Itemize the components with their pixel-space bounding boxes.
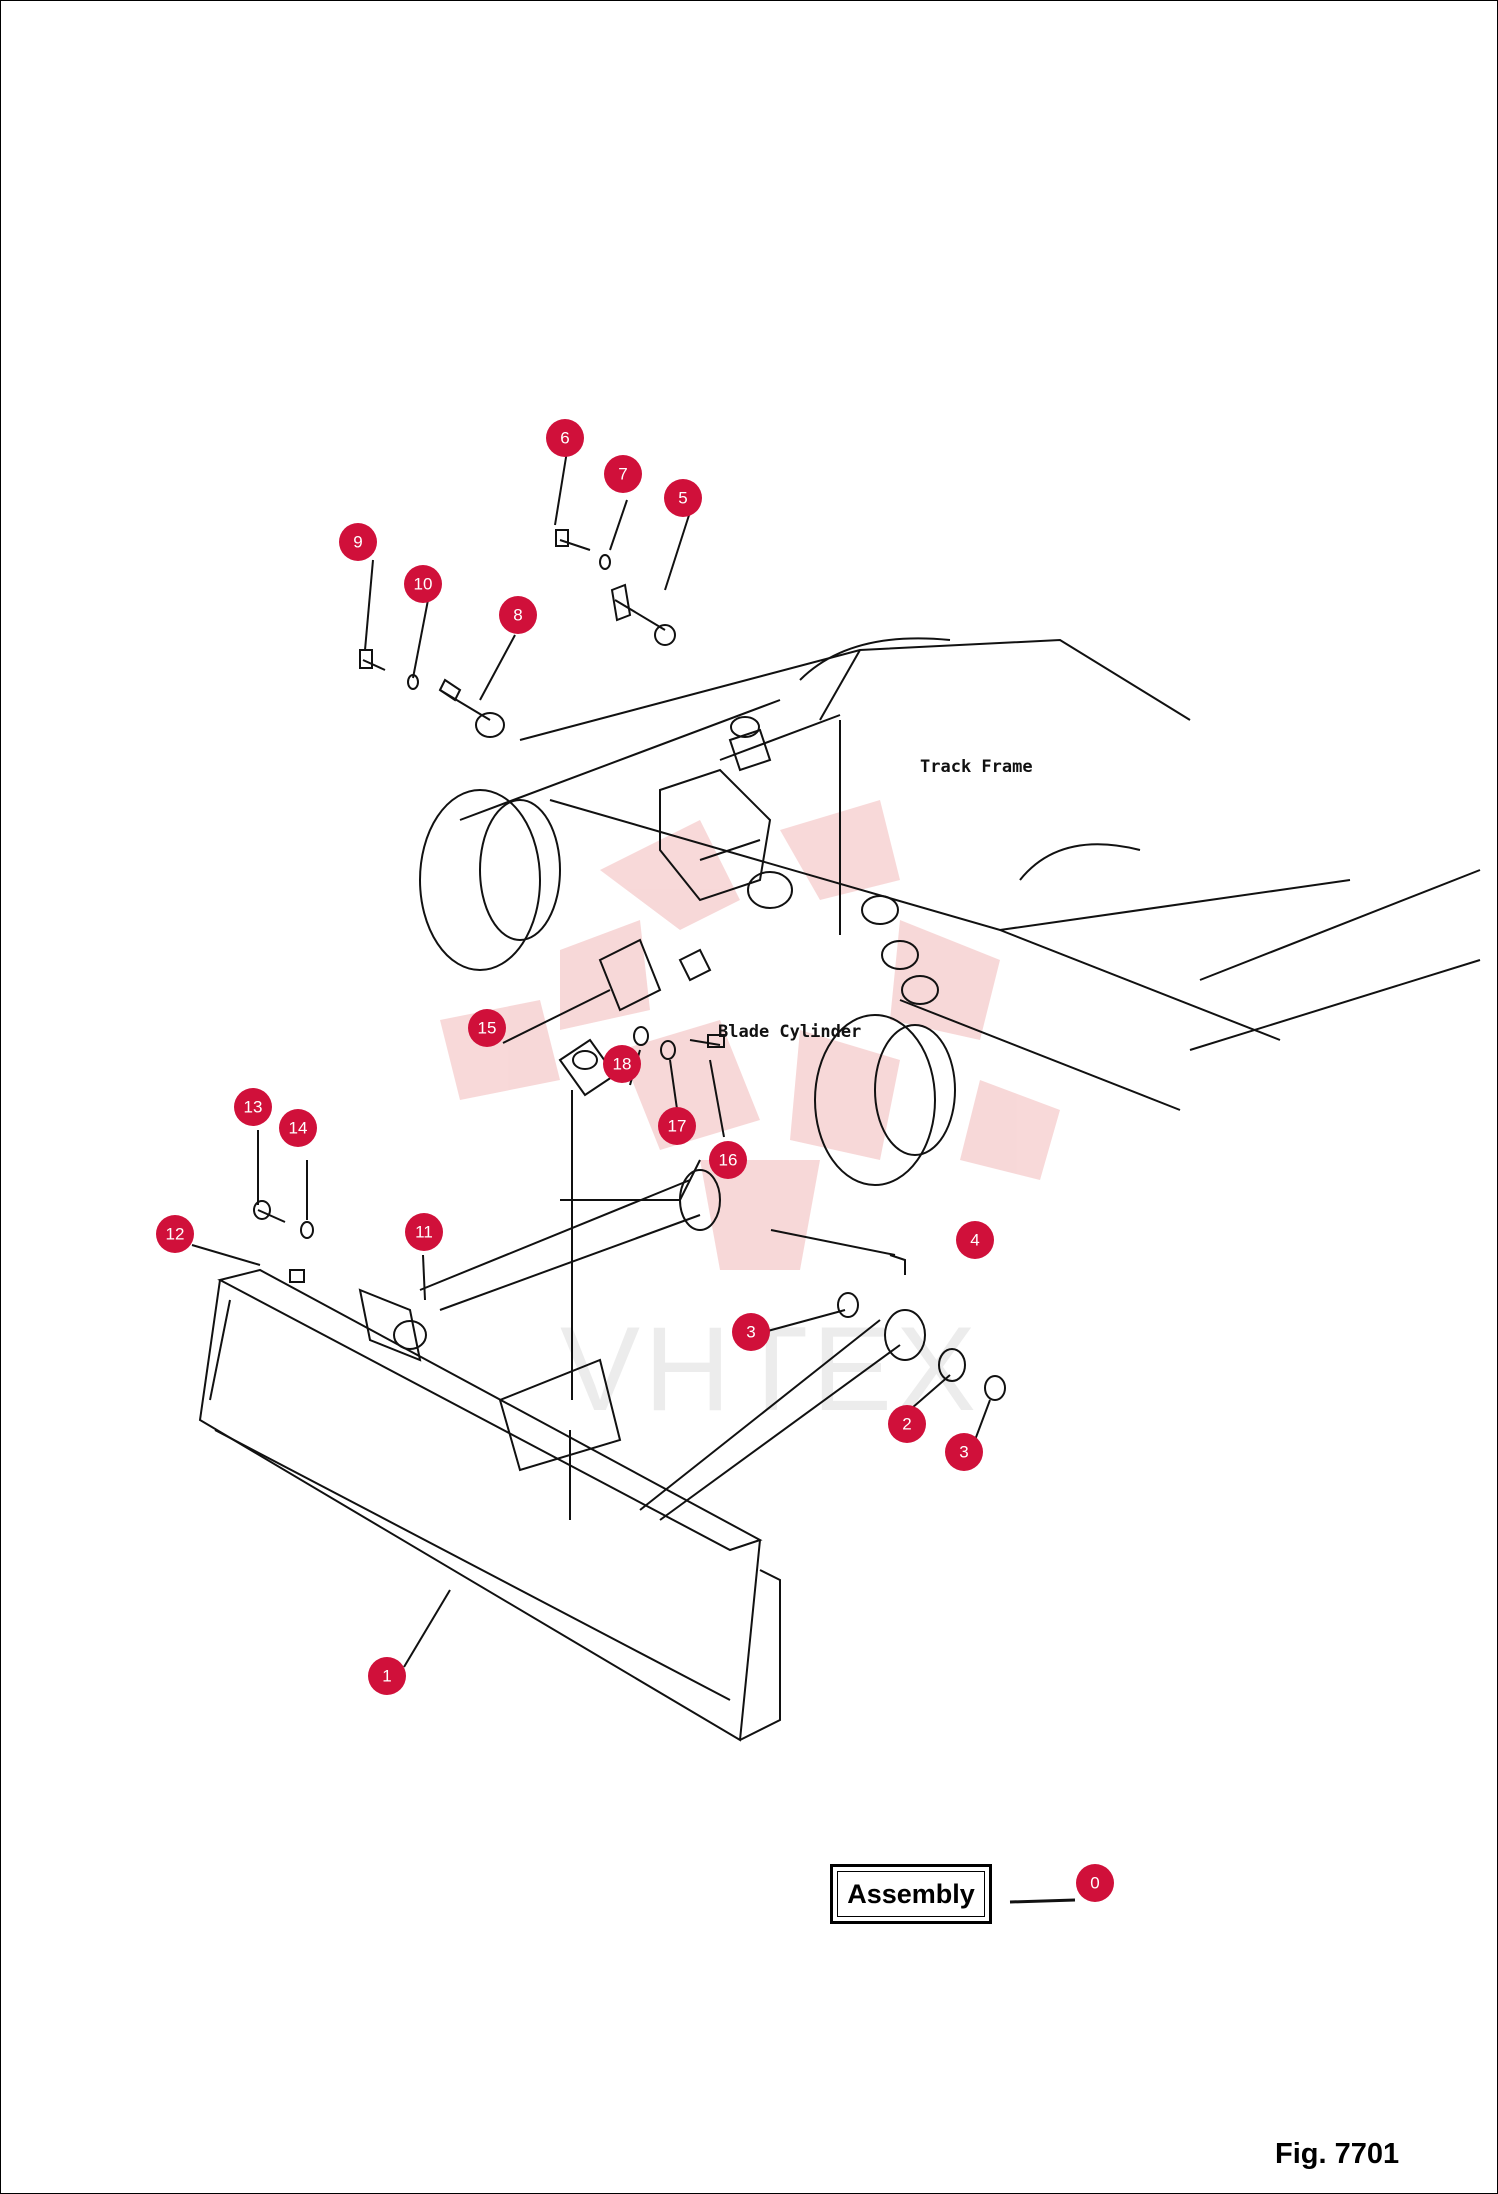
callout-number: 3 — [746, 1323, 755, 1342]
callout-number: 14 — [289, 1119, 308, 1138]
callout-marker — [1076, 1864, 1114, 1902]
callout-marker — [604, 455, 642, 493]
callout-marker — [732, 1313, 770, 1351]
callout-number: 9 — [353, 533, 362, 552]
callout-9[interactable]: 9 — [339, 523, 377, 561]
callout-marker — [339, 523, 377, 561]
assembly-box[interactable]: Assembly — [830, 1864, 992, 1924]
callout-number: 11 — [415, 1223, 433, 1242]
callout-17[interactable]: 17 — [658, 1107, 696, 1145]
callout-16[interactable]: 16 — [709, 1141, 747, 1179]
callout-marker — [956, 1221, 994, 1259]
assembly-label: Assembly — [847, 1878, 975, 1909]
figure-number: Fig. 7701 — [1275, 2138, 1400, 2170]
callout-number: 15 — [478, 1019, 497, 1038]
callout-number: 4 — [970, 1231, 979, 1250]
callout-number: 18 — [613, 1055, 632, 1074]
callout-13[interactable]: 13 — [234, 1088, 272, 1126]
callout-number: 12 — [166, 1225, 185, 1244]
callout-12[interactable]: 12 — [156, 1215, 194, 1253]
blade-cylinder-label: Blade Cylinder — [718, 1022, 861, 1042]
callout-marker — [234, 1088, 272, 1126]
callout-number: 0 — [1090, 1874, 1099, 1893]
callout-number: 17 — [668, 1117, 687, 1136]
callout-marker — [368, 1657, 406, 1695]
callout-number: 2 — [902, 1415, 911, 1434]
callout-6[interactable]: 6 — [546, 419, 584, 457]
callout-10[interactable]: 10 — [404, 565, 442, 603]
track-frame-label: Track Frame — [920, 757, 1033, 777]
callout-1[interactable]: 1 — [368, 1657, 406, 1695]
callout-11[interactable]: 11 — [405, 1213, 443, 1251]
callout-number: 5 — [678, 489, 687, 508]
callout-marker — [888, 1405, 926, 1443]
callout-marker — [156, 1215, 194, 1253]
callout-number: 13 — [244, 1098, 263, 1117]
callout-3b[interactable]: 3 — [945, 1433, 983, 1471]
callout-2[interactable]: 2 — [888, 1405, 926, 1443]
callout-marker — [709, 1141, 747, 1179]
callout-number: 3 — [959, 1443, 968, 1462]
line-art — [191, 444, 1481, 1904]
callout-marker — [603, 1045, 641, 1083]
callout-number: 16 — [719, 1151, 738, 1170]
assembly-box-border — [837, 1871, 985, 1917]
callout-marker — [546, 419, 584, 457]
callout-8[interactable]: 8 — [499, 596, 537, 634]
callout-marker — [404, 565, 442, 603]
watermark-emblem — [440, 800, 1060, 1270]
callout-marker — [468, 1009, 506, 1047]
callout-14[interactable]: 14 — [279, 1109, 317, 1147]
callout-marker — [279, 1109, 317, 1147]
callout-marker — [405, 1213, 443, 1251]
callout-18[interactable]: 18 — [603, 1045, 641, 1083]
callout-4[interactable]: 4 — [956, 1221, 994, 1259]
callout-7[interactable]: 7 — [604, 455, 642, 493]
callout-number: 7 — [618, 465, 627, 484]
callout-marker — [945, 1433, 983, 1471]
callout-15[interactable]: 15 — [468, 1009, 506, 1047]
callout-5[interactable]: 5 — [664, 479, 702, 517]
callout-3a[interactable]: 3 — [732, 1313, 770, 1351]
callout-number: 1 — [382, 1667, 391, 1686]
callout-marker — [658, 1107, 696, 1145]
callout-number: 6 — [560, 429, 569, 448]
callout-0[interactable]: 0 — [1076, 1864, 1114, 1902]
callout-marker — [499, 596, 537, 634]
callout-marker — [664, 479, 702, 517]
callout-number: 10 — [414, 575, 433, 594]
callout-number: 8 — [513, 606, 522, 625]
